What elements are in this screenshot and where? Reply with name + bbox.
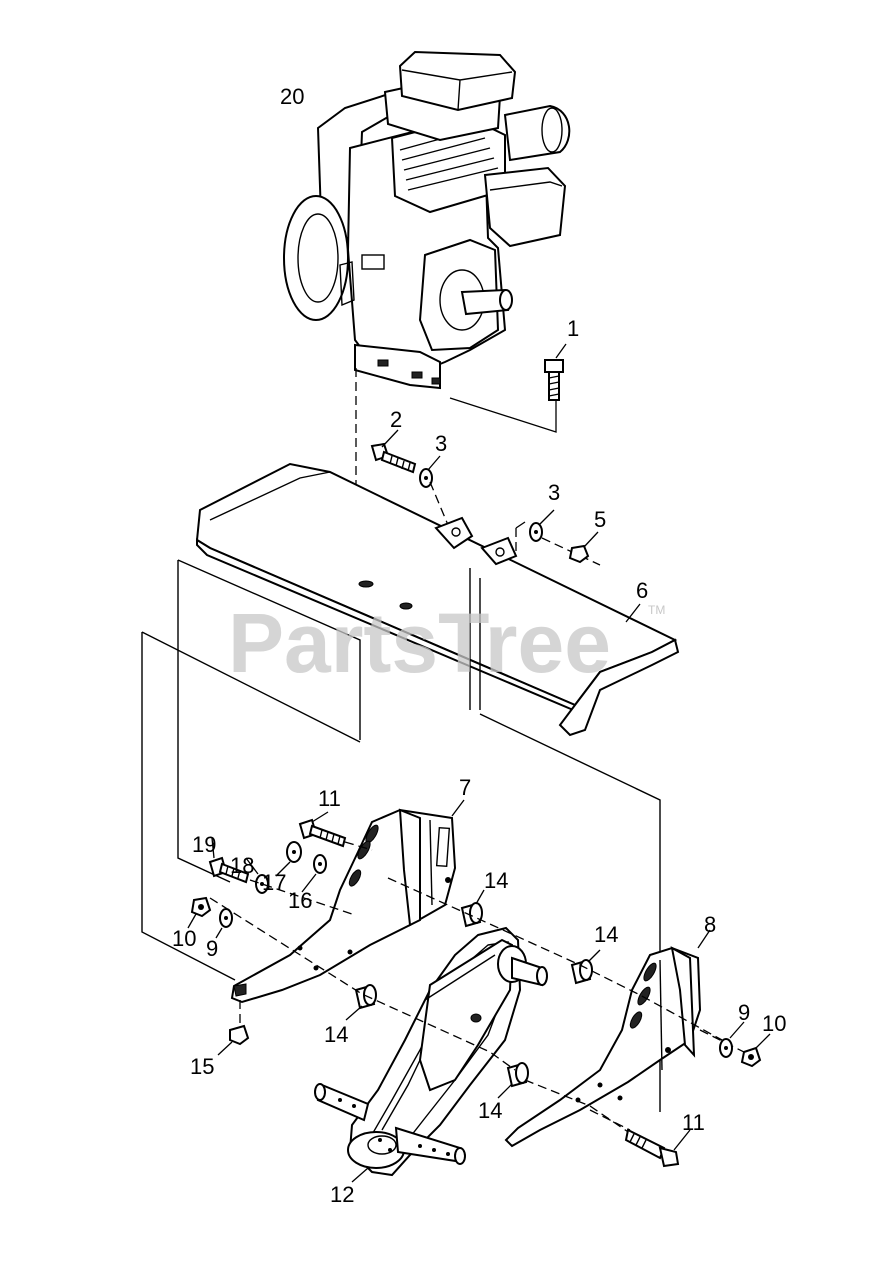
engine-part-20[interactable] <box>283 50 571 390</box>
callout-3: 3 <box>435 431 447 456</box>
bolt-2-alignment-line <box>429 481 449 526</box>
nut-hole <box>748 1054 754 1060</box>
shaft-hole <box>470 1013 482 1023</box>
right-side-bracket-part-8[interactable] <box>504 946 702 1148</box>
callout-6: 6 <box>636 578 648 603</box>
lower-right-alignment-line <box>524 1079 641 1141</box>
bolt-part-19[interactable] <box>208 856 250 884</box>
callout-9: 9 <box>206 936 218 961</box>
left-side-bracket-part-7[interactable] <box>230 808 457 1004</box>
callout-18: 18 <box>230 853 254 878</box>
leader-line-3a <box>427 455 441 471</box>
nut-part-15[interactable] <box>229 1024 250 1046</box>
washer-hole <box>424 476 428 480</box>
callout-14: 14 <box>594 922 618 947</box>
callout-14: 14 <box>484 868 508 893</box>
leader-line-14d <box>497 1083 513 1099</box>
leader-line-14b <box>587 949 601 963</box>
tine-shield-part-6[interactable] <box>195 462 680 737</box>
washer-hole <box>724 1046 728 1050</box>
spacer-part-14-d[interactable] <box>506 1062 529 1088</box>
leader-line-15 <box>217 1041 233 1056</box>
leader-line-3b <box>539 509 555 525</box>
leader-line-9b <box>729 1021 745 1039</box>
callout-12: 12 <box>330 1182 354 1207</box>
leader-line-14c <box>345 1005 363 1021</box>
washer-hole <box>224 916 228 920</box>
callout-15: 15 <box>190 1054 214 1079</box>
nut-part-5[interactable] <box>568 544 590 564</box>
bolt-11-lower-alignment-line <box>589 1109 631 1131</box>
leader-line-19 <box>211 837 215 859</box>
washer-bracket-line <box>515 521 526 529</box>
leader-line-17 <box>275 861 291 877</box>
watermark-trademark: TM <box>648 603 665 617</box>
leader-line-7 <box>451 799 465 817</box>
lower-spacer-alignment-line <box>209 897 516 1071</box>
callout-8: 8 <box>704 912 716 937</box>
bolt-part-1[interactable] <box>544 359 564 401</box>
callout-labels: 20 1 2 3 3 5 6 11 7 19 18 17 16 14 10 9 … <box>172 84 786 1207</box>
washer-hole <box>260 882 264 886</box>
leader-line-10a <box>187 913 197 929</box>
left-frame-diagonal <box>141 631 361 743</box>
leader-line-16 <box>301 873 317 893</box>
leader-line-11b <box>673 1129 691 1151</box>
leader-line-5 <box>583 531 599 548</box>
spacer-part-14-c[interactable] <box>354 984 377 1010</box>
callout-9: 9 <box>738 1000 750 1025</box>
left-upper-frame-line <box>177 559 361 740</box>
bolt-part-2[interactable] <box>370 442 417 474</box>
callout-2: 2 <box>390 407 402 432</box>
washer-hole <box>318 862 322 866</box>
partstree-watermark: PartsTree <box>228 596 611 690</box>
callout-10: 10 <box>172 926 196 951</box>
callout-19: 19 <box>192 832 216 857</box>
spacer-part-14-b[interactable] <box>570 959 593 985</box>
left-hardware-alignment-line <box>249 879 356 916</box>
bolt-11-alignment-line <box>344 841 373 851</box>
callout-3: 3 <box>548 480 560 505</box>
bolt-part-11-upper[interactable] <box>298 818 347 848</box>
callout-1: 1 <box>567 316 579 341</box>
callout-11: 11 <box>682 1110 705 1135</box>
spacer-part-14-a[interactable] <box>460 902 483 928</box>
upper-spacer-alignment-line <box>387 877 723 1041</box>
leader-line-18 <box>245 857 259 875</box>
nut-hole <box>198 904 204 910</box>
leader-line-9a <box>215 927 223 939</box>
bolt-part-11-lower[interactable] <box>624 1128 680 1168</box>
callout-14: 14 <box>478 1098 502 1123</box>
leader-line-6 <box>625 603 641 623</box>
callout-16: 16 <box>288 888 312 913</box>
leader-line-2 <box>381 429 399 448</box>
leader-line-8 <box>697 929 711 949</box>
leader-line-12 <box>351 1167 369 1183</box>
washer-hole <box>292 850 296 854</box>
callout-11: 11 <box>318 786 341 811</box>
callout-17: 17 <box>262 870 286 895</box>
washer-hole <box>534 530 538 534</box>
callout-7: 7 <box>459 775 471 800</box>
transmission-chain-case-part-12[interactable] <box>314 926 548 1177</box>
leader-line-1 <box>555 343 567 359</box>
bolt-1-alignment-line <box>449 397 557 433</box>
leader-line-14a <box>475 889 485 905</box>
callout-14: 14 <box>324 1022 348 1047</box>
callout-20: 20 <box>280 84 304 109</box>
callout-5: 5 <box>594 507 606 532</box>
callout-10: 10 <box>762 1011 786 1036</box>
leader-line-11a <box>311 811 329 823</box>
leader-line-10b <box>755 1033 771 1049</box>
left-outer-frame-line <box>141 632 236 981</box>
